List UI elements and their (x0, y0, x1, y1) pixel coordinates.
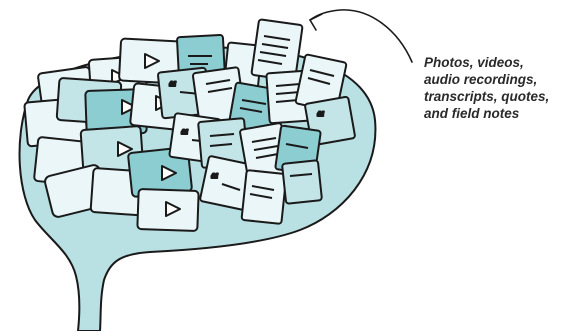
video-card (137, 189, 198, 231)
quote-icon (180, 128, 189, 144)
callout-line: Photos, videos, (424, 54, 586, 71)
callout-text: Photos, videos, audio recordings, transc… (424, 54, 586, 122)
callout-line: transcripts, quotes, (424, 88, 586, 105)
quote-icon (210, 172, 219, 188)
callout-arrow (310, 10, 412, 62)
callout-line: and field notes (424, 105, 586, 122)
quote-icon (316, 110, 325, 126)
quote-icon (168, 80, 177, 96)
note-card (241, 170, 286, 224)
note-card (282, 160, 322, 204)
callout-line: audio recordings, (424, 71, 586, 88)
